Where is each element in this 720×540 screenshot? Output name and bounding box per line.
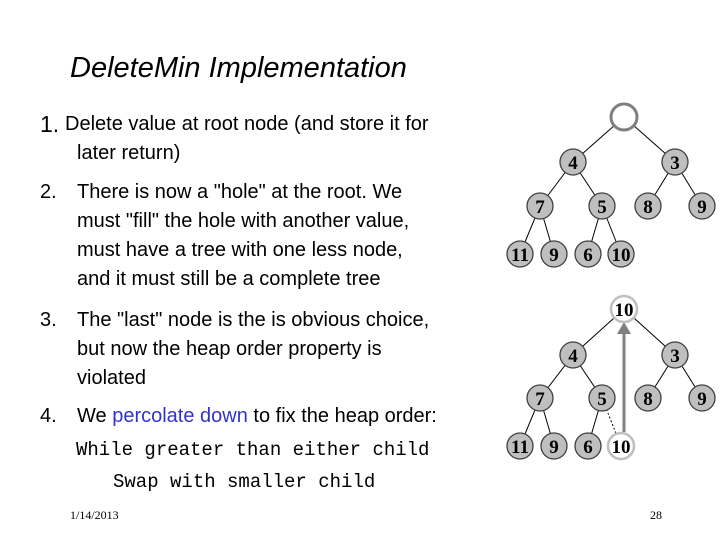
step-3: 3. The "last" node is the is obvious cho… [40, 306, 510, 396]
tree-node: 7 [526, 192, 554, 220]
step-4: 4. We percolate down to fix the heap ord… [40, 402, 510, 432]
svg-text:7: 7 [535, 197, 545, 218]
step-2: 2. There is now a "hole" at the root. We… [40, 178, 510, 296]
svg-text:3: 3 [670, 153, 680, 174]
svg-text:9: 9 [549, 245, 559, 266]
tree-node: 5 [588, 192, 616, 220]
svg-text:5: 5 [597, 389, 607, 410]
svg-text:10: 10 [612, 245, 631, 266]
svg-text:4: 4 [568, 346, 578, 367]
svg-text:9: 9 [697, 197, 707, 218]
tree-node: 3 [661, 148, 689, 176]
tree-node: 11 [506, 240, 534, 268]
svg-text:10: 10 [615, 300, 634, 321]
svg-text:8: 8 [643, 389, 653, 410]
step-number: 3. [40, 309, 57, 331]
tree-node-root-moved: 10 [609, 294, 639, 324]
step-number: 4. [40, 405, 57, 427]
tree-node: 11 [506, 432, 534, 460]
tree-node-root-hole [609, 102, 639, 132]
tree-node: 8 [634, 384, 662, 412]
slide-title: DeleteMin Implementation [70, 52, 407, 84]
step-number: 1. [40, 111, 60, 137]
svg-text:5: 5 [597, 197, 607, 218]
heap-tree-before: 4 3 7 5 8 9 11 9 6 10 [506, 102, 716, 268]
svg-text:11: 11 [511, 437, 529, 458]
tree-edges [519, 116, 703, 255]
pseudocode-line-2: Swap with smaller child [113, 471, 376, 493]
tree-node: 4 [559, 341, 587, 369]
move-arrow [617, 322, 631, 432]
slide-date: 1/14/2013 [70, 508, 119, 522]
tree-edges [519, 308, 703, 447]
tree-node: 9 [540, 240, 568, 268]
svg-text:7: 7 [535, 389, 545, 410]
tree-node: 6 [574, 432, 602, 460]
step-1: 1. Delete value at root node (and store … [40, 110, 510, 170]
svg-text:3: 3 [670, 346, 680, 367]
tree-node: 4 [559, 148, 587, 176]
step-text: We percolate down to fix the heap order: [77, 405, 437, 427]
svg-text:10: 10 [612, 437, 631, 458]
tree-node: 9 [688, 384, 716, 412]
step-text: Delete value at root node (and store it … [65, 113, 429, 164]
svg-text:4: 4 [568, 153, 578, 174]
step-number: 2. [40, 181, 57, 203]
tree-node-last: 10 [607, 240, 635, 268]
svg-text:6: 6 [583, 245, 593, 266]
tree-node-last-vacated: 10 [606, 431, 636, 461]
svg-text:8: 8 [643, 197, 653, 218]
tree-node: 6 [574, 240, 602, 268]
heap-tree-after: 10 4 3 7 5 8 9 11 9 6 10 [506, 294, 716, 461]
tree-node: 9 [688, 192, 716, 220]
svg-text:9: 9 [697, 389, 707, 410]
svg-text:9: 9 [549, 437, 559, 458]
svg-text:11: 11 [511, 245, 529, 266]
svg-text:6: 6 [583, 437, 593, 458]
percolate-down-term: percolate down [112, 405, 248, 427]
slide-number: 28 [650, 508, 662, 522]
tree-node: 9 [540, 432, 568, 460]
tree-node: 5 [588, 384, 616, 412]
pseudocode-line-1: While greater than either child [76, 439, 430, 461]
tree-node: 8 [634, 192, 662, 220]
step-text: The "last" node is the is obvious choice… [77, 309, 430, 389]
step-text: There is now a "hole" at the root. We mu… [77, 181, 410, 290]
tree-node: 3 [661, 341, 689, 369]
tree-node: 7 [526, 384, 554, 412]
